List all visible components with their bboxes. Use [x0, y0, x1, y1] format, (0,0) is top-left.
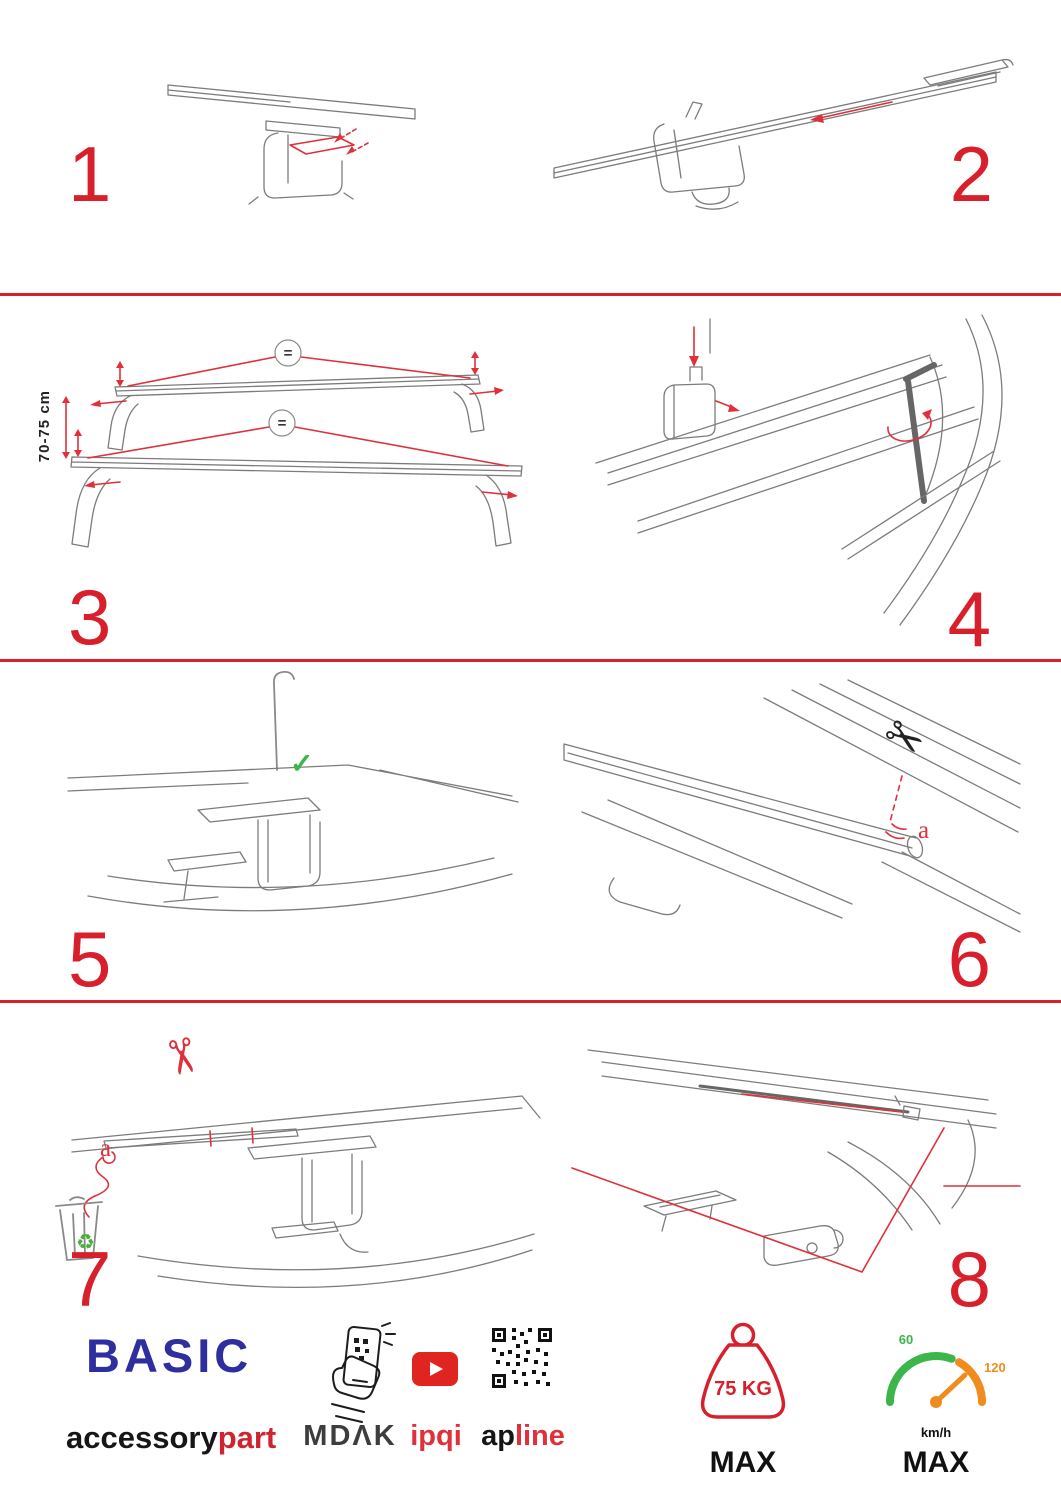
dimension-label: 70-75 cm — [36, 390, 53, 463]
youtube-icon — [412, 1352, 458, 1386]
speed-60-label: 60 — [899, 1332, 913, 1347]
cut-label-a: a — [918, 817, 930, 844]
logo-ipqi: ipqi — [410, 1420, 462, 1452]
step-7: ✂ a ♻ 7 — [0, 1003, 541, 1323]
step2-illustration — [553, 58, 1014, 210]
phone-qr-icon — [331, 1322, 396, 1423]
step-number: 8 — [947, 1235, 991, 1323]
logo-apline: apline — [478, 1422, 568, 1451]
step-6: ✂ a 6 — [540, 662, 1061, 999]
step-3: = = 70-75 cm 3 — [0, 296, 560, 658]
step3-illustration: = = — [62, 339, 523, 548]
qr-code-icon — [492, 1328, 552, 1388]
recycle-icon: ♻ — [76, 1231, 95, 1254]
brand-basic: BASIC — [86, 1329, 253, 1382]
equal-symbol: = — [284, 345, 293, 362]
step-8: 8 — [540, 1003, 1061, 1320]
logo-ap-text: ap — [481, 1420, 515, 1452]
step-5: ✓ 5 — [0, 662, 540, 999]
weight-icon: 75 KG — [700, 1322, 786, 1419]
speed-unit-label: km/h — [920, 1425, 952, 1440]
step6-illustration — [563, 679, 1021, 933]
step-number: 6 — [947, 915, 991, 1003]
step-4: 4 — [560, 296, 1061, 658]
play-icon — [430, 1362, 443, 1376]
section-divider — [0, 293, 1061, 296]
step-number: 2 — [949, 130, 993, 218]
cut-label-a: a — [100, 1135, 112, 1162]
step8-illustration — [571, 1049, 1021, 1273]
brand-accessorypart: accessorypart — [66, 1422, 276, 1453]
speed-120-label: 120 — [984, 1360, 1006, 1375]
step7-illustration — [55, 1095, 541, 1289]
weight-max-label: MAX — [709, 1446, 777, 1479]
brand-accessory-text: accessory — [66, 1420, 218, 1455]
speed-max-label: MAX — [902, 1446, 970, 1479]
step-number: 1 — [68, 130, 112, 218]
section-divider — [0, 1000, 1061, 1003]
step1-illustration — [167, 84, 416, 205]
step-2: 2 — [530, 0, 1061, 293]
speedometer-icon: 60 120 — [886, 1332, 1006, 1408]
step-number: 3 — [68, 573, 112, 661]
logo-line-text: line — [514, 1420, 565, 1452]
step-1: 1 — [0, 0, 530, 293]
step-number: 7 — [68, 1235, 112, 1323]
footer: BASIC accessorypart MDΛK ipqi — [0, 1320, 1061, 1500]
step-number: 5 — [68, 915, 112, 1003]
equal-symbol: = — [278, 415, 287, 432]
brand-part-text: part — [217, 1420, 277, 1455]
step-number: 4 — [947, 575, 991, 663]
step4-illustration — [595, 314, 1003, 626]
weight-value: 75 KG — [714, 1378, 772, 1400]
step5-illustration — [67, 670, 519, 912]
logo-mdak: MDΛK — [303, 1420, 397, 1452]
section-divider — [0, 659, 1061, 662]
check-icon: ✓ — [290, 748, 314, 779]
